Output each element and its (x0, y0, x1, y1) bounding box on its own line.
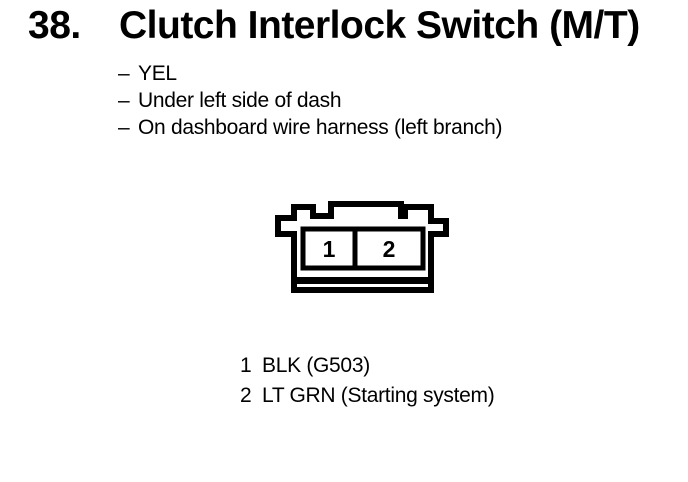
detail-text: YEL (138, 62, 177, 85)
detail-text: On dashboard wire harness (left branch) (138, 116, 503, 139)
connector-diagram: 1 2 (275, 201, 449, 293)
pin-number-1: 1 (323, 236, 336, 262)
pin-number-2: 2 (383, 236, 396, 262)
dash-bullet: – (118, 89, 130, 112)
connector-bottom-strip (297, 277, 428, 284)
detail-text: Under left side of dash (138, 89, 342, 112)
pin-legend: 1 BLK (G503) 2 LT GRN (Starting system) (240, 351, 495, 411)
legend-pin-number: 2 (240, 384, 252, 407)
detail-item-location: –Under left side of dash (118, 87, 502, 114)
detail-item-wire-color: –YEL (118, 60, 502, 87)
detail-list: –YEL –Under left side of dash –On dashbo… (118, 60, 502, 141)
legend-pin-description: BLK (G503) (262, 354, 370, 377)
dash-bullet: – (118, 62, 130, 85)
pin-cavity-2 (352, 226, 426, 271)
legend-pin-number: 1 (240, 354, 252, 377)
legend-row-pin-1: 1 BLK (G503) (240, 351, 494, 381)
legend-row-pin-2: 2 LT GRN (Starting system) (240, 381, 495, 411)
page-title: Clutch Interlock Switch (M/T) (119, 4, 640, 47)
item-number: 38. (28, 4, 81, 47)
detail-item-harness: –On dashboard wire harness (left branch) (118, 114, 502, 141)
legend-pin-description: LT GRN (Starting system) (262, 384, 495, 407)
dash-bullet: – (118, 116, 130, 139)
